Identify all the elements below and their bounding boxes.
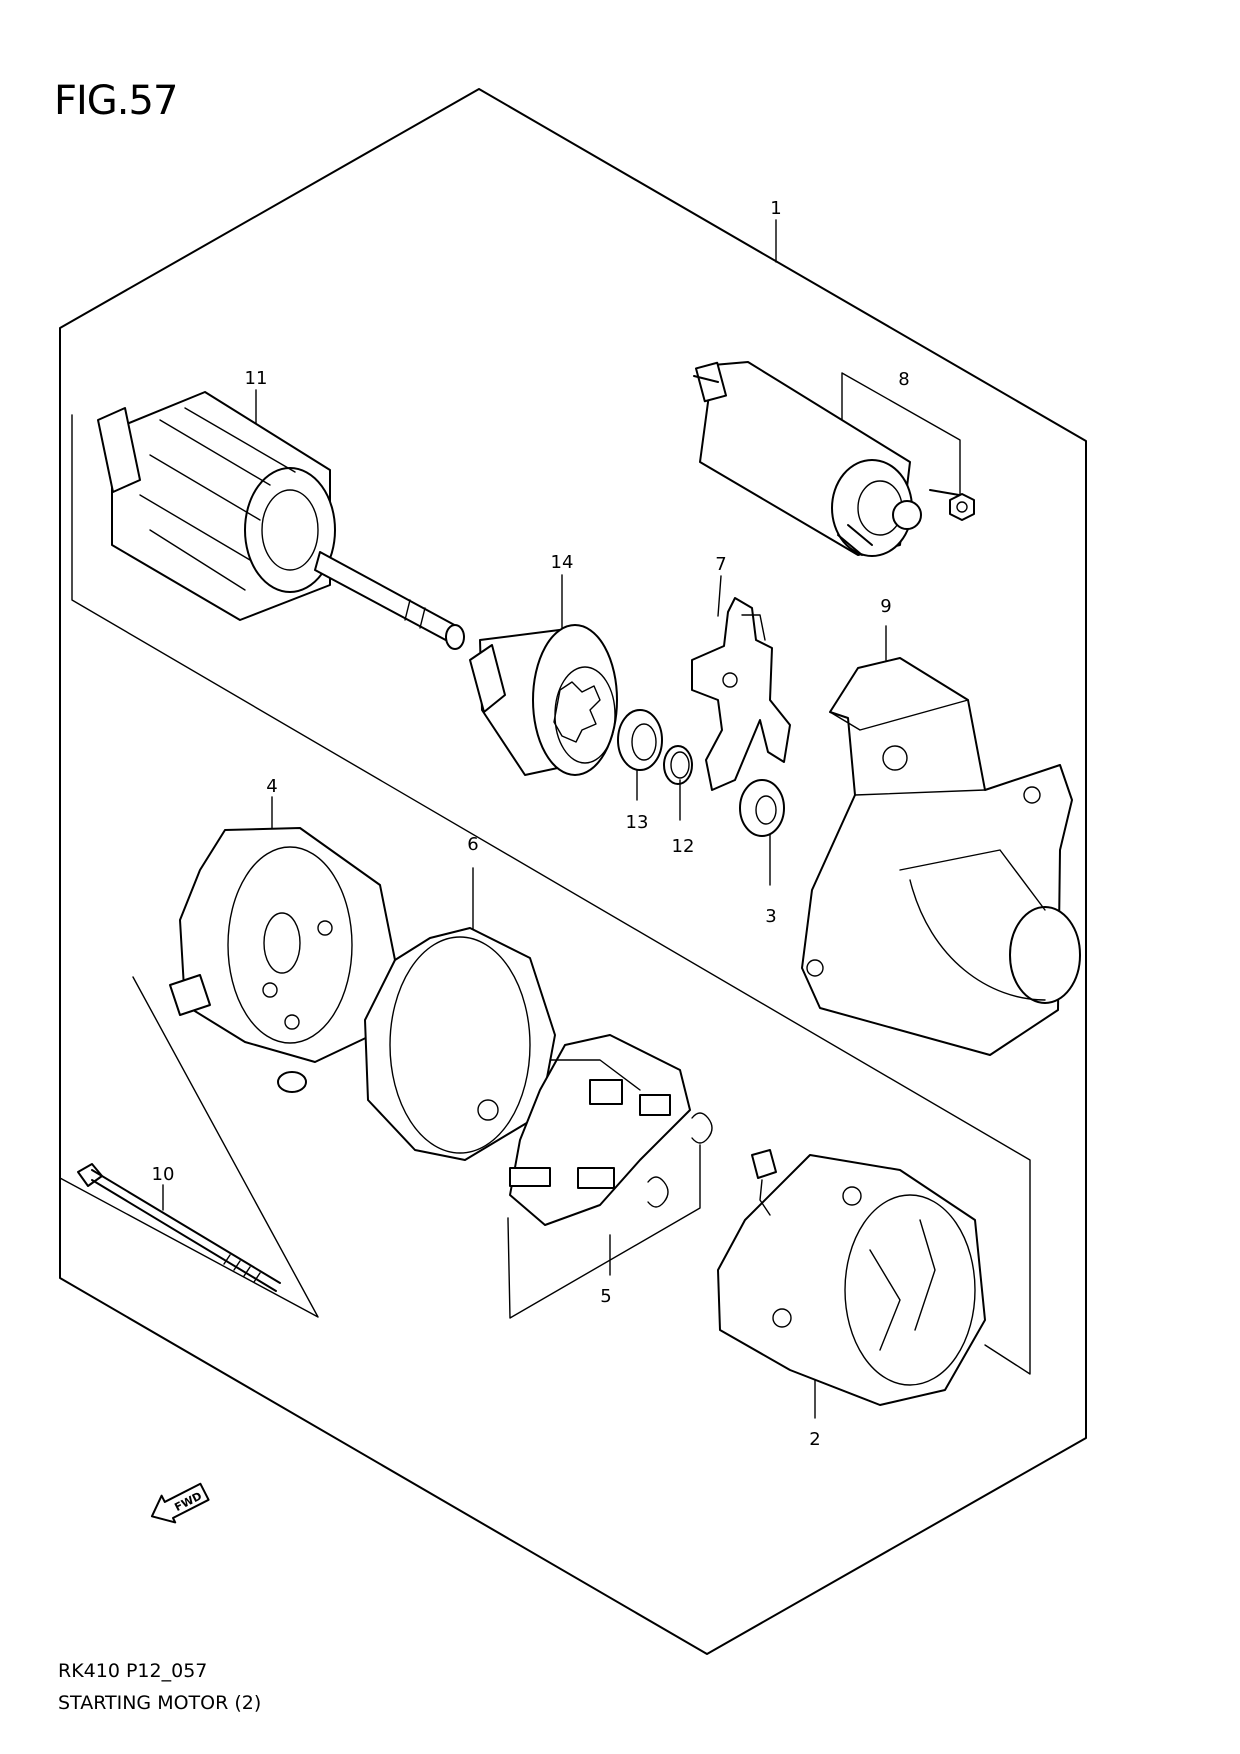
figure-code: RK410 P12_057 (58, 1660, 208, 1682)
assembly-boundary (59, 88, 1087, 1655)
bracket-part-5 (507, 1144, 701, 1319)
washer-part-3 (739, 779, 785, 837)
callout-1: 1 (770, 198, 781, 219)
callout-13: 13 (626, 812, 649, 833)
drive-housing-part-9 (801, 657, 1081, 1056)
rear-end-frame-part-4 (169, 827, 396, 1093)
callout-3: 3 (765, 906, 776, 927)
yoke-part-2 (717, 1149, 986, 1406)
brush-holder-part-5 (509, 1034, 713, 1226)
stop-collar-part-13 (617, 709, 663, 771)
callout-5: 5 (600, 1286, 611, 1307)
figure-title: FIG.57 (54, 78, 178, 124)
fwd-arrow-icon: FWD (150, 1482, 210, 1524)
magnetic-switch-part-8 (693, 361, 975, 557)
bracket-part-8 (841, 372, 961, 501)
callout-10: 10 (152, 1164, 175, 1185)
callout-2: 2 (809, 1429, 820, 1450)
callout-7: 7 (715, 554, 726, 575)
callout-8: 8 (898, 369, 909, 390)
cover-band-part-6 (364, 927, 556, 1161)
callout-12: 12 (672, 836, 695, 857)
snap-ring-part-12 (663, 745, 693, 785)
pinion-drive-part-14 (469, 624, 618, 776)
figure-caption: STARTING MOTOR (2) (58, 1692, 262, 1714)
callout-9: 9 (880, 596, 891, 617)
leader-7 (717, 575, 722, 617)
callout-6: 6 (467, 834, 478, 855)
through-bolt-part-10 (77, 1163, 281, 1292)
bracket-part-4-10 (59, 976, 319, 1318)
callout-11: 11 (245, 368, 268, 389)
callout-14: 14 (551, 552, 574, 573)
callout-4: 4 (266, 776, 277, 797)
armature-part-11 (97, 391, 465, 650)
sub-group-boundary (71, 414, 1031, 1375)
shift-lever-part-7 (691, 597, 791, 791)
